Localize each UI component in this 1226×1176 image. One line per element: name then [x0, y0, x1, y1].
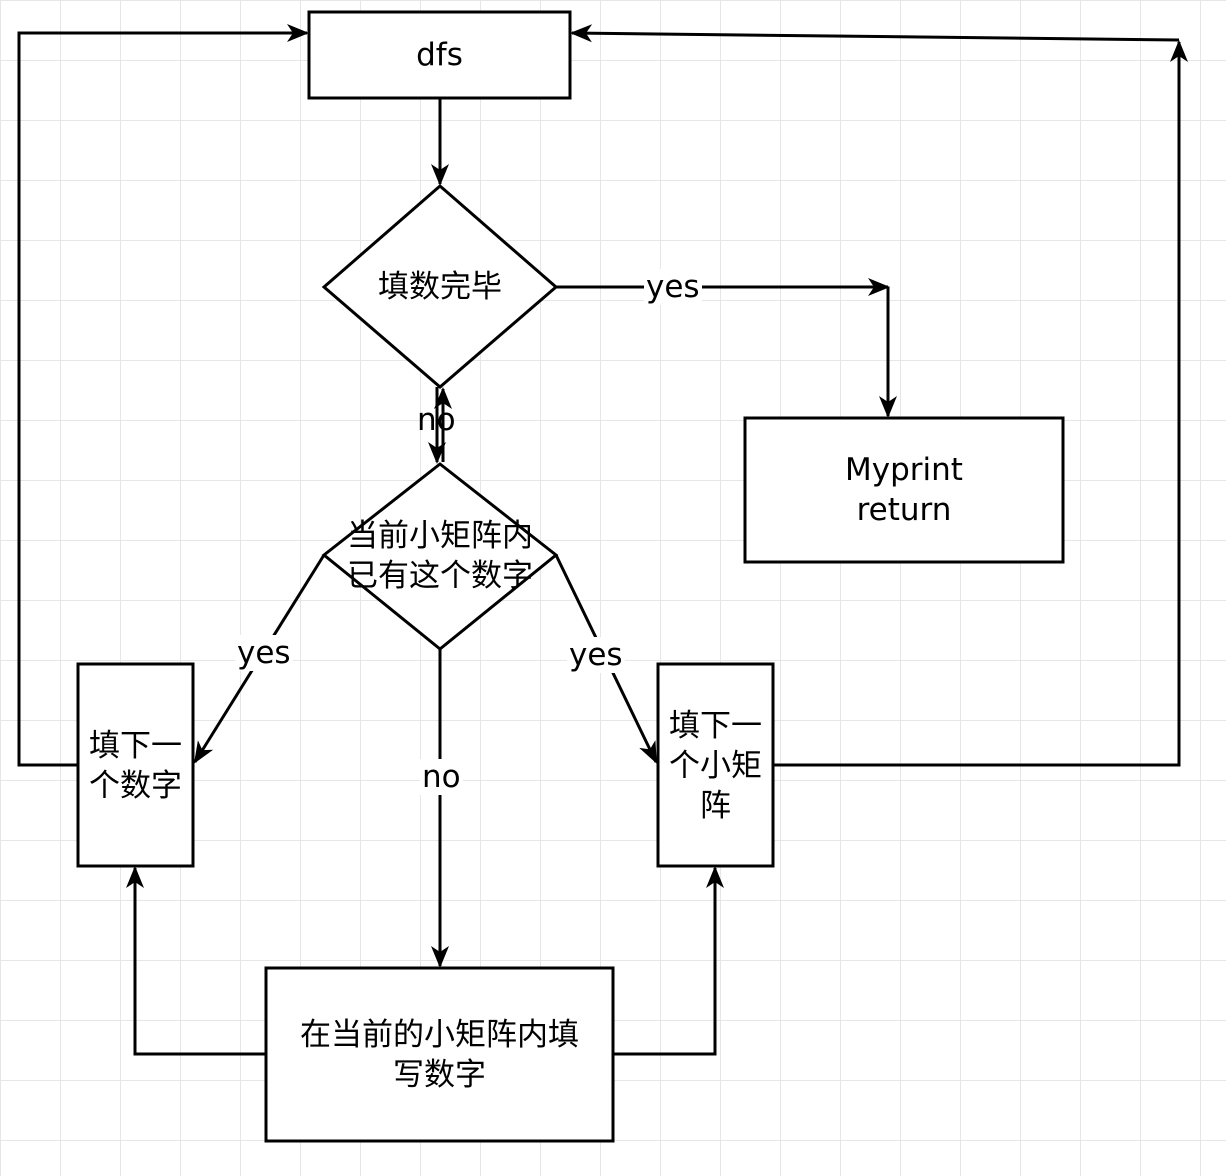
dfs-box	[307, 10, 572, 100]
myprint-label: Myprint return	[845, 452, 963, 528]
myprint-box	[743, 416, 1065, 564]
edge-label-yes-left: yes	[235, 635, 293, 671]
fill-done-label: 填数完毕	[378, 269, 502, 305]
edge-label-yes-right: yes	[567, 637, 625, 673]
next-number-label: 填下一 个数字	[89, 728, 182, 804]
edge-fill-to-next-number	[126, 866, 266, 1056]
dfs-label: dfs	[416, 37, 463, 73]
edge-next-number-to-dfs	[17, 24, 309, 767]
next-number-box	[76, 662, 195, 868]
next-matrix-label: 填下一 个小矩 阵	[669, 708, 762, 824]
has-number-label: 当前小矩阵内 已有这个数字	[347, 518, 533, 594]
edge-next-matrix-to-dfs-up	[773, 40, 1188, 767]
edge-label-no-done: no	[417, 402, 456, 438]
next-matrix-box	[656, 662, 775, 868]
edge-next-matrix-to-dfs-left	[570, 24, 1180, 43]
fill-in-label: 在当前的小矩阵内填 写数字	[300, 1017, 579, 1093]
edge-fill-to-next-matrix	[613, 866, 724, 1056]
edge-label-no-has: no	[420, 759, 463, 795]
edge-label-yes-done: yes	[644, 269, 702, 305]
